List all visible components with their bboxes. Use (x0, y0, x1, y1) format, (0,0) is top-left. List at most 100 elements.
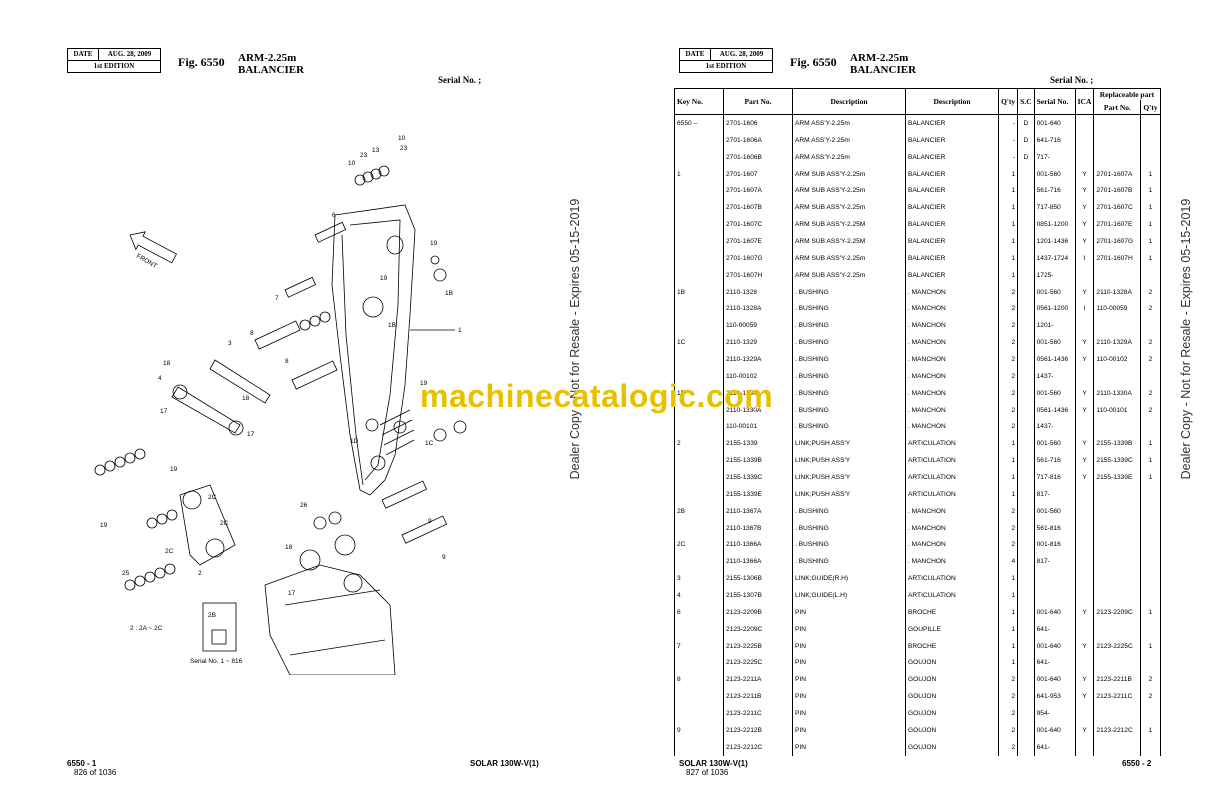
cell-sc: D (1017, 148, 1035, 166)
cell-qty: 2 (997, 519, 1019, 537)
cell-desc2: ARTICULATION (905, 570, 999, 588)
cell-desc2: . MANCHON (905, 300, 999, 318)
cell-qty: 2 (997, 351, 1019, 368)
cell-rep-qty: 1 (1140, 469, 1161, 486)
cell-rep-qty (1140, 317, 1161, 335)
cell-rep-qty (1140, 114, 1161, 132)
cell-part: 2110-1367B (723, 519, 793, 537)
cell-part: 2155-1339C (723, 469, 793, 486)
cell-desc2: ARTICULATION (905, 469, 999, 486)
date-value: AUG. 28, 2009 (107, 50, 152, 58)
cell-rep-part: 110-00101 (1093, 401, 1142, 419)
cell-serial (1033, 587, 1076, 604)
parts-table: Key No. Part No. Description Description… (674, 88, 1161, 756)
serial-label: Serial No. ; (438, 75, 482, 85)
callout-19: 19 (430, 240, 438, 247)
cell-desc: LINK;PUSH ASS'Y (792, 469, 906, 486)
cell-sc (1017, 502, 1035, 520)
callout-6: 6 (332, 212, 336, 219)
cell-key (674, 553, 724, 571)
cell-sc (1017, 485, 1035, 503)
cell-ica (1074, 485, 1095, 503)
cell-ica (1074, 266, 1095, 284)
cell-key: 2 (674, 435, 724, 453)
cell-serial: 1201-1436 (1033, 233, 1076, 250)
cell-desc2: . MANCHON (905, 401, 999, 419)
cell-desc: PIN (792, 671, 906, 689)
callout-19b: 19 (380, 275, 388, 282)
callout-17c: 17 (288, 590, 296, 597)
right-footer-page: 6550 - 2 (1122, 759, 1152, 768)
cell-ica: Y (1074, 384, 1095, 402)
cell-desc: . BUSHING (792, 553, 906, 571)
cell-part: 2155-1339 (723, 435, 793, 453)
cell-part: 2701-1607 (723, 165, 793, 183)
cell-serial: 001-560 (1033, 384, 1076, 402)
cell-key (674, 131, 724, 149)
cell-desc2: BROCHE (905, 603, 999, 621)
cell-qty: 1 (997, 452, 1019, 470)
cell-desc2: . MANCHON (905, 418, 999, 436)
cell-rep-part: 110-00059 (1093, 300, 1142, 318)
cell-qty: 2 (997, 688, 1019, 706)
cell-desc: ARM SUB ASS'Y-2.25m (792, 199, 906, 217)
cell-desc2: . MANCHON (905, 384, 999, 402)
title-fr: BALANCIER (238, 64, 305, 76)
cell-rep-qty: 1 (1140, 249, 1161, 267)
callout-23: 23 (360, 152, 368, 159)
cell-desc2: ARTICULATION (905, 435, 999, 453)
cell-serial: 641- (1033, 620, 1076, 638)
cell-serial: 001-640 (1033, 637, 1076, 655)
cell-key: 3 (674, 570, 724, 588)
th-rep-part: Part No. (1093, 100, 1142, 115)
cell-rep-qty: 2 (1140, 300, 1161, 318)
cell-qty: 1 (997, 570, 1019, 588)
cell-rep-part: 2155-1339E (1093, 469, 1142, 486)
callout-10: 10 (348, 160, 356, 167)
cell-ica: Y (1074, 199, 1095, 217)
th-part: Part No. (723, 88, 793, 115)
th-desc: Description (792, 88, 906, 115)
cell-sc (1017, 705, 1035, 722)
cell-serial: 001-640 (1033, 114, 1076, 132)
cell-desc: . BUSHING (792, 418, 906, 436)
cell-ica: Y (1074, 603, 1095, 621)
cell-serial: 641-716 (1033, 131, 1076, 149)
cell-qty: 2 (997, 367, 1019, 385)
cell-key (674, 519, 724, 537)
callout-25: 25 (122, 570, 130, 577)
front-label: FRONT (135, 253, 158, 270)
cell-key (674, 233, 724, 250)
cell-desc: ARM SUB ASS'Y-2.25M (792, 216, 906, 234)
cell-sc (1017, 688, 1035, 706)
cell-part: 2110-1329 (723, 334, 793, 352)
cell-desc: PIN (792, 705, 906, 722)
cell-part: 2110-1367A (723, 502, 793, 520)
cell-sc (1017, 233, 1035, 250)
callout-10b: 10 (398, 135, 406, 142)
cell-ica (1074, 148, 1095, 166)
cell-key (674, 182, 724, 200)
cell-rep-qty (1140, 148, 1161, 166)
figure-number-right: Fig. 6550 (790, 55, 837, 69)
cell-qty: 1 (997, 469, 1019, 486)
right-footer-model: SOLAR 130W-V(1) (679, 759, 748, 768)
cell-key: 4 (674, 587, 724, 604)
cell-rep-qty: 1 (1140, 233, 1161, 250)
cell-rep-part (1093, 553, 1142, 571)
cell-desc: PIN (792, 738, 906, 756)
cell-desc2: . MANCHON (905, 536, 999, 554)
cell-ica: Y (1074, 688, 1095, 706)
cell-rep-qty (1140, 738, 1161, 756)
cell-serial: 561-716 (1033, 452, 1076, 470)
cell-desc: . BUSHING (792, 536, 906, 554)
